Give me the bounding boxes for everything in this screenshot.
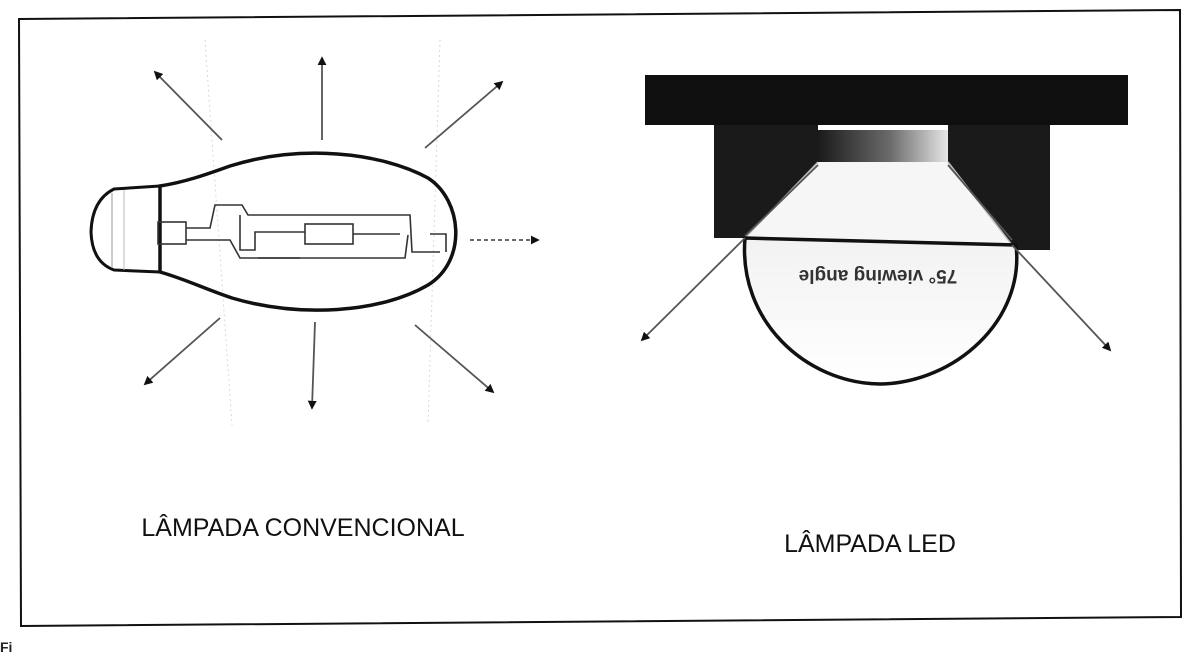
footer-fragment: Fi <box>0 639 12 654</box>
beam-angle-text: 75° viewing angle <box>799 265 958 286</box>
lamp-base <box>89 184 161 274</box>
led-housing-left <box>714 125 818 238</box>
led-lamp-label: LÂMPADA LED <box>784 529 956 558</box>
led-heatsink <box>645 75 1128 125</box>
led-chip <box>818 130 948 162</box>
led-housing-right <box>948 125 1050 250</box>
led-lens <box>742 236 1019 386</box>
lamp-bulb <box>158 151 458 312</box>
led-lamp: 75° viewing angle <box>640 75 1128 386</box>
conventional-lamp-label: LÂMPADA CONVENCIONAL <box>141 513 464 542</box>
filament-assembly <box>157 204 447 259</box>
figure-frame <box>17 8 1183 628</box>
conventional-lamp <box>89 39 540 426</box>
